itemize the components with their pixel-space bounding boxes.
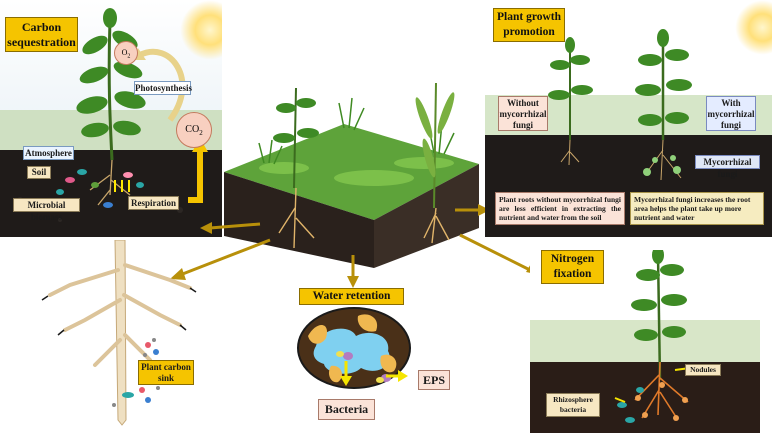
mycorrhizal-fungi-label: Mycorrhizal fungi [695,155,760,179]
carbon-title: Carbon sequestration [5,17,78,52]
carbon-sequestration-panel: Carbon sequestration O2 Photosynthesis C… [0,0,222,237]
sun-icon [180,0,222,60]
plant-carbon-sink-label: Plant carbon sink [138,360,194,385]
nitrogen-fixation-title: Nitrogen fixation [541,250,604,284]
plant-growth-title: Plant growth promotion [493,8,565,42]
co2-bubble: CO2 [176,112,212,148]
o2-bubble: O2 [114,41,138,65]
carbon-sink-panel: Plant carbon sink [30,240,230,430]
with-fungi-label: With mycorrhizal fungi [706,96,756,131]
microbial-biomass-label: Microbial biomass [13,198,80,222]
plant-growth-panel: Plant growth promotion Without mycorrhiz… [485,0,772,237]
without-fungi-description: Plant roots without mycorrhizal fungi ar… [495,192,625,225]
with-fungi-description: Mycorrhizal fungi increases the root are… [630,192,764,225]
respiration-label: Respiration [128,196,179,210]
soil-label: Soil [27,166,51,179]
water-retention-title: Water retention [299,288,404,305]
water-retention-art [297,307,411,389]
nitrogen-fixation-panel: Nitrogen fixation Nodules Rhizosphere ba… [530,250,760,433]
central-soil-block [224,82,479,268]
sun-icon [735,0,772,55]
eps-label: EPS [418,370,450,390]
nodules-label: Nodules [685,364,721,376]
carbon-sink-art [41,240,197,426]
bacteria-label: Bacteria [318,399,375,420]
nitrogen-art [530,250,760,433]
photosynthesis-label: Photosynthesis [134,81,193,95]
without-fungi-label: Without mycorrhizal fungi [498,96,548,131]
rhizosphere-bacteria-label: Rhizosphere bacteria [546,393,600,417]
atmosphere-label: Atmosphere [23,146,74,160]
